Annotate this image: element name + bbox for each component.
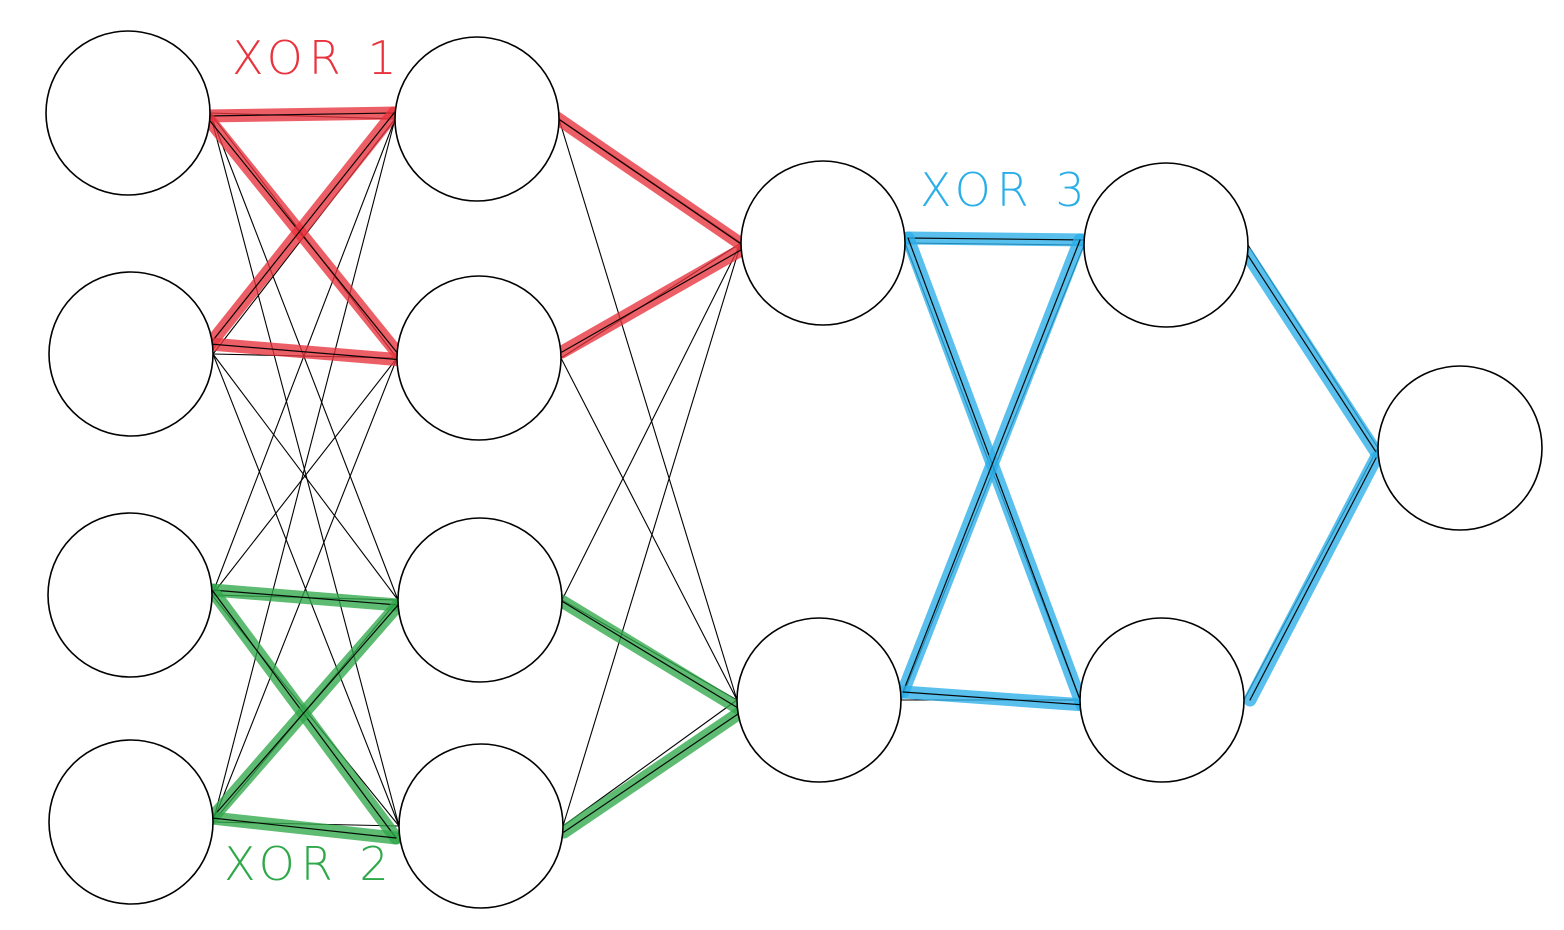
xor2-stroke-cross-b-core: [211, 604, 399, 819]
neuron-l2-n1: [394, 36, 560, 202]
neuron-l3-n2: [736, 617, 902, 783]
xor-highlight-layer: [199, 106, 1383, 845]
edge-l1n2-l2n4: [212, 353, 400, 827]
edge-l2n3-l3n1: [561, 242, 742, 601]
neuron-l1-n2: [48, 271, 214, 437]
xor3-stroke-bottom-core: [902, 691, 1086, 706]
edge-l2n4-l3n2: [562, 699, 738, 827]
xor1-stroke-out-a-core: [556, 117, 742, 245]
xor1-stroke-cross-a-core: [205, 115, 404, 361]
xor1-stroke-cross-b-core: [209, 112, 395, 345]
edge-l2n2-l3n2: [560, 357, 738, 701]
xor2-stroke-out-b-core: [563, 713, 739, 833]
neuron-l1-n1: [45, 30, 211, 196]
neuron-layer: [45, 30, 1543, 909]
neuron-l4-n1: [1083, 162, 1249, 328]
xor2-label: XOR 2: [224, 837, 395, 891]
neuron-l1-n3: [47, 512, 213, 678]
edge-l2n4-l3n1: [562, 242, 742, 827]
xor3-stroke-top-core: [907, 237, 1089, 241]
neuron-l5-n1: [1377, 365, 1543, 531]
neuron-l1-n4: [48, 739, 214, 905]
xor3-stroke-cross-b-core: [902, 239, 1081, 693]
edge-l1n4-l2n2: [212, 357, 398, 823]
edge-l1n3-l2n2: [211, 357, 398, 596]
xor1-stroke-bottom-core: [209, 343, 404, 361]
xor3-stroke-out-b-core: [1249, 457, 1377, 701]
xor1-label: XOR 1: [232, 31, 403, 85]
edge-l1n4-l2n1: [212, 118, 396, 823]
xor1-stroke-out-b-core: [561, 249, 742, 353]
xor3-label: XOR 3: [920, 163, 1091, 217]
xor3-stroke-out-a-core: [1246, 253, 1377, 453]
xor2-stroke-top-core: [211, 589, 399, 606]
edge-l2n1-l3n2: [558, 118, 738, 701]
neuron-l4-n2: [1079, 617, 1245, 783]
xor2-stroke-bottom-core: [211, 817, 397, 839]
neuron-l3-n1: [740, 160, 906, 326]
neuron-l2-n3: [397, 517, 563, 683]
neuron-l2-n2: [396, 275, 562, 441]
neuron-l2-n4: [398, 743, 564, 909]
xor1-stroke-top-core: [205, 112, 395, 117]
edge-l1n2-l2n3: [212, 353, 399, 601]
xor2-stroke-out-a-core: [559, 599, 739, 709]
